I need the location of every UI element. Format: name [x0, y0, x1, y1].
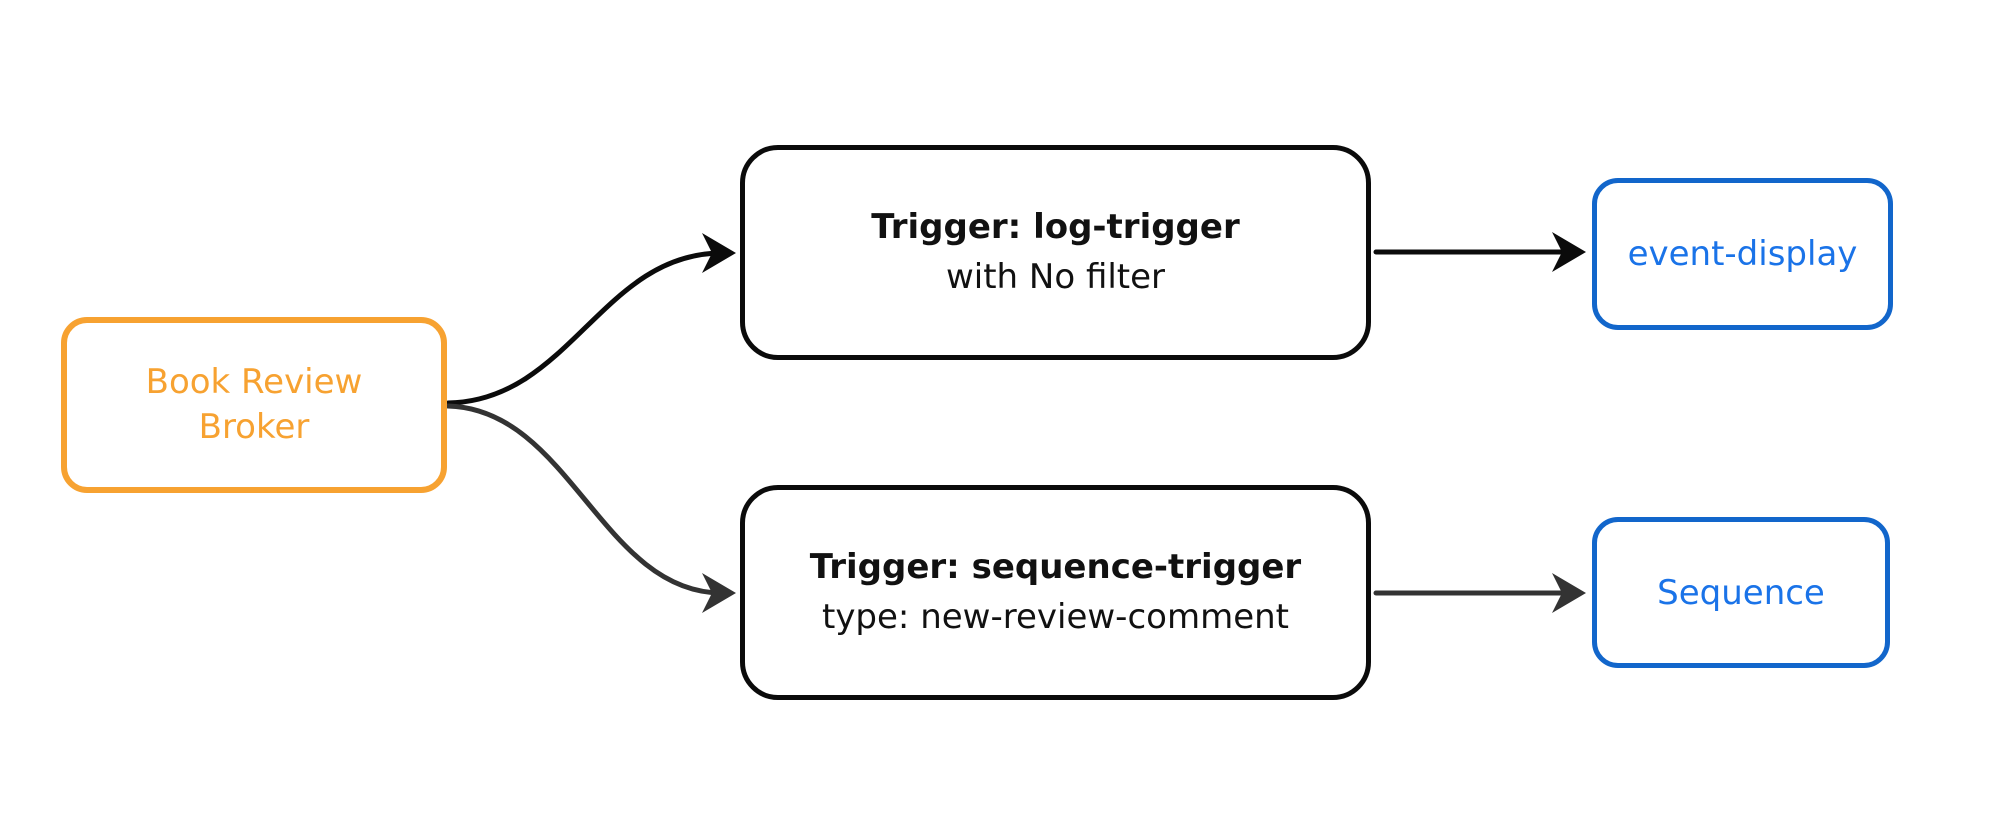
node-book-review-broker: Book Review Broker [61, 317, 447, 493]
node-sequence-trigger: Trigger: sequence-trigger type: new-revi… [740, 485, 1371, 700]
sequence-label: Sequence [1657, 572, 1825, 613]
node-log-trigger: Trigger: log-trigger with No filter [740, 145, 1371, 360]
log-trigger-title: Trigger: log-trigger [871, 207, 1240, 248]
broker-label: Book Review Broker [145, 362, 363, 447]
sequence-trigger-subtitle: type: new-review-comment [821, 596, 1289, 637]
sequence-trigger-title: Trigger: sequence-trigger [809, 547, 1302, 588]
edge-broker-to-sequence-trigger [445, 403, 736, 613]
log-trigger-subtitle: with No filter [945, 256, 1166, 297]
event-display-label: event-display [1627, 234, 1858, 274]
edge-broker-to-log-trigger [445, 233, 736, 406]
node-sequence: Sequence [1592, 517, 1890, 668]
node-event-display: event-display [1592, 178, 1893, 330]
